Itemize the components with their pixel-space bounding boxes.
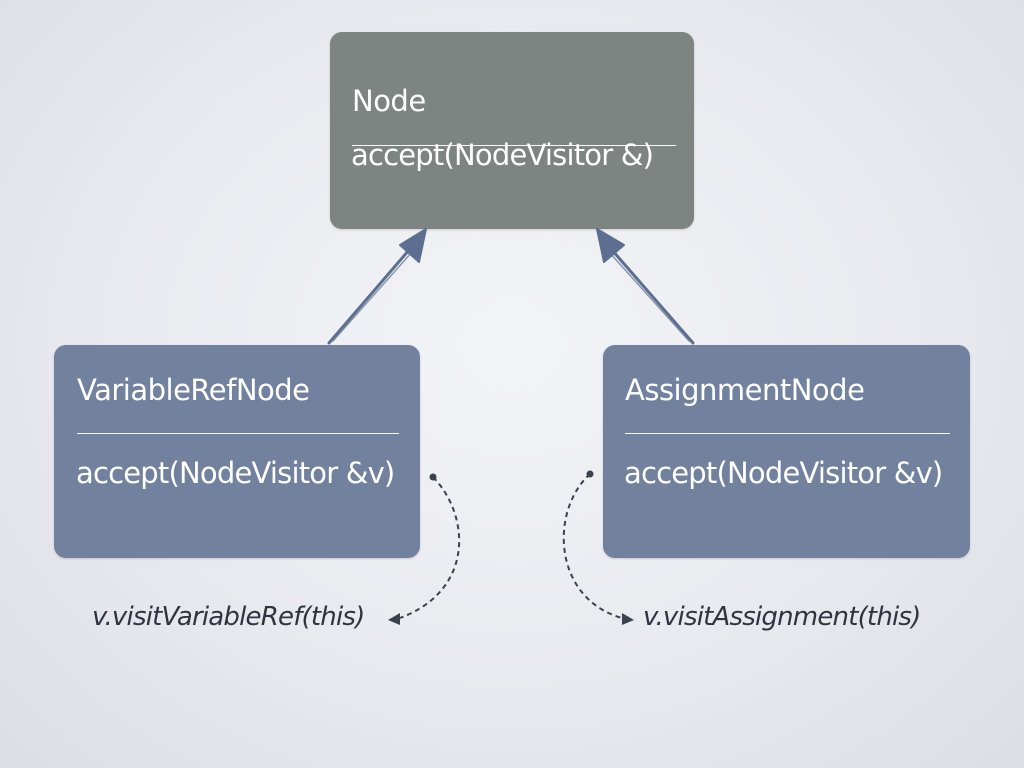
assignment-node-class-box: AssignmentNode accept(NodeVisitor &v) bbox=[603, 345, 970, 558]
inheritance-arrow-right bbox=[596, 228, 695, 345]
variable-ref-node-method: accept(NodeVisitor &v) bbox=[76, 456, 395, 490]
assignment-node-method: accept(NodeVisitor &v) bbox=[624, 456, 943, 490]
assignment-node-divider bbox=[625, 433, 950, 434]
callback-connector-right bbox=[562, 470, 634, 625]
node-class-title: Node bbox=[352, 84, 426, 118]
variable-ref-node-class-box: VariableRefNode accept(NodeVisitor &v) bbox=[54, 345, 420, 558]
node-class-box: Node accept(NodeVisitor &) bbox=[330, 32, 694, 229]
visit-assignment-call: v.visitAssignment(this) bbox=[643, 602, 921, 632]
inheritance-arrow-left bbox=[327, 228, 427, 345]
assignment-node-title: AssignmentNode bbox=[625, 373, 865, 407]
variable-ref-node-divider bbox=[77, 433, 399, 434]
node-class-divider bbox=[352, 145, 676, 146]
node-class-method: accept(NodeVisitor &) bbox=[351, 138, 654, 172]
visit-variable-ref-call: v.visitVariableRef(this) bbox=[92, 602, 365, 632]
callback-connector-left bbox=[388, 473, 461, 625]
variable-ref-node-title: VariableRefNode bbox=[77, 373, 310, 407]
